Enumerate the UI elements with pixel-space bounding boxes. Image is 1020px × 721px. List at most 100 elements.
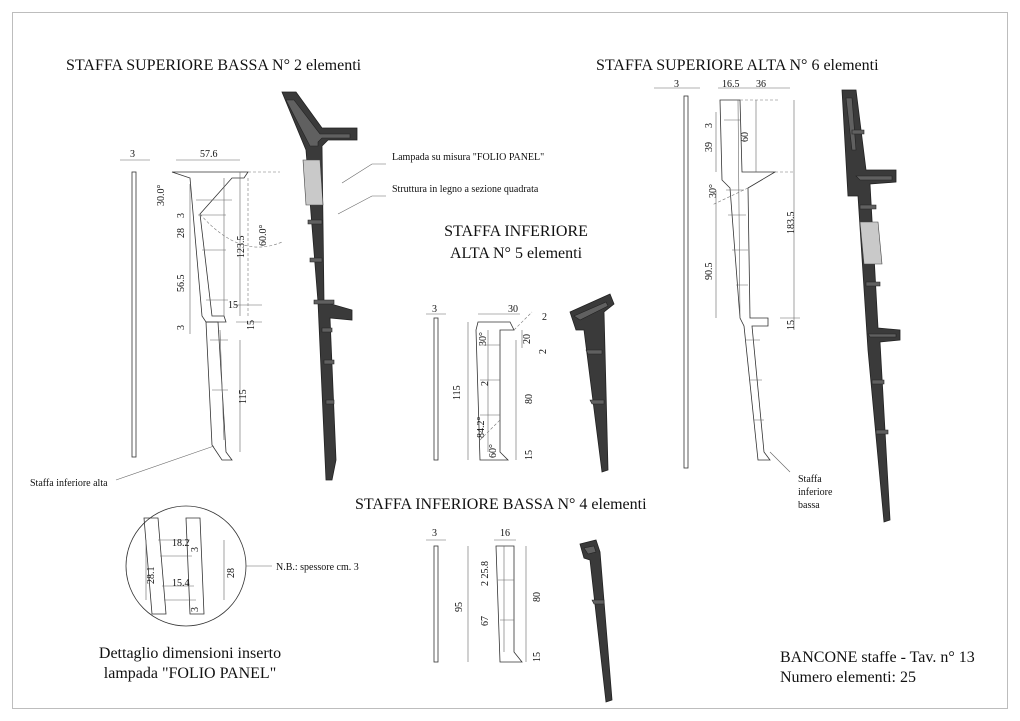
dim-sb-15b: 15 (246, 320, 257, 330)
dim-sb-28: 28 (176, 228, 187, 238)
dim-ib-15: 15 (532, 652, 543, 662)
dim-ib-16: 16 (500, 528, 510, 539)
dim-sb-thickness: 3 (130, 149, 135, 160)
footer-tavola: BANCONE staffe - Tav. n° 13 (780, 649, 975, 666)
drawing-sheet (12, 12, 1008, 709)
dim-sb-1235: 123.5 (236, 235, 247, 259)
dim-sb-3b: 3 (176, 325, 187, 330)
detail-caption-line2: lampada "FOLIO PANEL" (103, 665, 277, 682)
dim-sa-3: 3 (704, 123, 715, 128)
dimension-lines (426, 539, 527, 662)
dim-det-182: 18.2 (172, 538, 190, 549)
dim-ia-30: 30 (508, 304, 518, 315)
note-staffa-inferiore-bassa-3: bassa (798, 500, 820, 511)
leader-inferiore-alta (115, 445, 215, 481)
dim-ib-80: 80 (532, 592, 543, 602)
title-inferiore-alta-line1: STAFFA INFERIORE (444, 223, 588, 240)
folio-panel-insert (302, 159, 324, 206)
thickness-view (433, 317, 439, 461)
dim-ib-258: 2 25.8 (480, 561, 491, 586)
thickness-view (433, 545, 439, 663)
dim-det-28: 28 (226, 568, 237, 578)
dim-sa-39: 39 (704, 142, 715, 152)
inferiore-alta-3d (569, 293, 615, 473)
dimension-lines (426, 313, 523, 460)
lower-ribs (210, 329, 228, 441)
dim-ia-842: 84.2° (476, 416, 487, 439)
inferiore-bassa-3d (579, 539, 613, 703)
bracket-ribs (480, 330, 500, 452)
construction-lines (711, 99, 795, 206)
dim-ia-115: 115 (452, 385, 463, 400)
dim-ia-2a: 2 (542, 312, 547, 323)
note-lampada: Lampada su misura "FOLIO PANEL" (392, 152, 545, 163)
footer-numero-elementi: Numero elementi: 25 (780, 669, 916, 686)
dim-det-154: 15.4 (172, 578, 190, 589)
note-staffa-inferiore-bassa-2: inferiore (798, 487, 833, 498)
dim-sb-angle30: 30.0° (156, 184, 167, 207)
dim-sb-15: 15 (228, 300, 238, 311)
dim-sa-1835: 183.5 (786, 211, 797, 235)
dim-det-3b: 3 (190, 607, 201, 612)
dim-sa-thickness: 3 (674, 79, 679, 90)
dimension-lines (654, 87, 800, 330)
dim-sb-width: 57.6 (200, 149, 218, 160)
dim-sb-angle60: 60.0° (258, 224, 269, 247)
detail-ribs (158, 539, 196, 601)
dim-ia-15: 15 (524, 450, 535, 460)
folio-panel-insert (859, 221, 883, 265)
leader-struttura (337, 195, 386, 215)
title-superiore-bassa: STAFFA SUPERIORE BASSA N° 2 elementi (66, 57, 362, 74)
dim-sa-60: 60 (740, 132, 751, 142)
superiore-alta-3d (841, 89, 901, 523)
note-staffa-inferiore-bassa-1: Staffa (798, 474, 822, 485)
thickness-view (131, 171, 137, 458)
dim-det-281: 28.1 (146, 566, 157, 585)
bracket-ribs (724, 99, 764, 421)
superiore-bassa-profile (120, 159, 283, 461)
dim-ia-20: 20 (522, 334, 533, 344)
detail-dimension-lines (145, 540, 272, 600)
dim-ia-2c: 2 (480, 381, 491, 386)
dim-ib-thickness: 3 (432, 528, 437, 539)
dim-ia-80: 80 (524, 394, 535, 404)
dim-ia-thickness: 3 (432, 304, 437, 315)
bracket-outline (171, 171, 249, 323)
dim-sa-15: 15 (786, 320, 797, 330)
note-struttura: Struttura in legno a sezione quadrata (392, 184, 539, 195)
title-superiore-alta: STAFFA SUPERIORE ALTA N° 6 elementi (596, 57, 879, 74)
detail-circle (125, 505, 272, 627)
dim-ia-2b: 2 (538, 349, 549, 354)
dim-ia-30deg: 30° (478, 332, 489, 346)
lower-extension (205, 321, 233, 461)
dim-ib-95: 95 (454, 602, 465, 612)
leader-lampada (341, 163, 386, 184)
inferiore-bassa-profile (426, 539, 527, 663)
dim-ia-60deg: 60° (488, 444, 499, 458)
title-inferiore-bassa: STAFFA INFERIORE BASSA N° 4 elementi (355, 496, 647, 513)
superiore-bassa-3d (281, 91, 358, 481)
dim-sa-905: 90.5 (704, 262, 715, 281)
leader-inferiore-bassa (769, 451, 791, 473)
superiore-alta-profile (654, 87, 800, 469)
bracket-ribs (498, 546, 514, 652)
note-spessore: N.B.: spessore cm. 3 (276, 562, 359, 573)
dim-det-3a: 3 (190, 547, 201, 552)
construction-lines (479, 311, 533, 441)
dim-ib-67: 67 (480, 616, 491, 626)
bracket-ribs (196, 178, 232, 316)
dim-sa-30deg: 30° (708, 184, 719, 198)
dimension-lines (120, 159, 262, 452)
dim-sa-165: 16.5 (722, 79, 740, 90)
dim-sb-565: 56.5 (176, 274, 187, 293)
dim-sb-3a: 3 (176, 213, 187, 218)
inferiore-alta-profile (426, 311, 533, 461)
note-staffa-inferiore-alta: Staffa inferiore alta (30, 478, 108, 489)
construction-lines (199, 171, 283, 316)
dim-sa-36: 36 (756, 79, 766, 90)
title-inferiore-alta-line2: ALTA N° 5 elementi (449, 245, 583, 262)
dim-sb-115: 115 (238, 389, 249, 404)
thickness-view (683, 95, 689, 469)
detail-caption-line1: Dettaglio dimensioni inserto (98, 645, 282, 662)
